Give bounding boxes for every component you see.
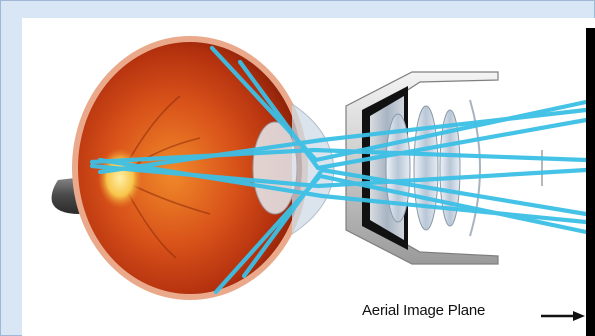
lens-element-2 xyxy=(414,106,438,230)
aerial-image-plane xyxy=(586,28,595,336)
crystalline-lens xyxy=(253,122,297,214)
aerial-image-plane-label: Aerial Image Plane xyxy=(362,302,485,319)
right-arrow-icon xyxy=(541,311,585,321)
optic-disc xyxy=(98,148,142,208)
fundus-lens-assembly xyxy=(346,72,542,264)
